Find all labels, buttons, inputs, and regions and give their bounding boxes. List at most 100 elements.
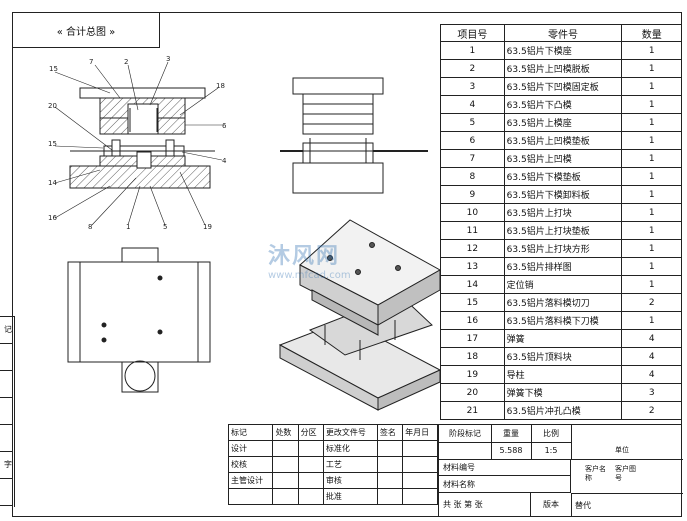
side-strip-cell: 记 bbox=[0, 317, 12, 344]
bom-qty: 1 bbox=[621, 311, 682, 330]
bom-qty: 3 bbox=[621, 383, 682, 402]
side-strip: 记字 bbox=[0, 316, 15, 507]
callout: 20 bbox=[48, 102, 57, 110]
bom-qty: 4 bbox=[621, 329, 682, 348]
title-block-cell bbox=[376, 472, 404, 489]
bom-item-no: 4 bbox=[440, 95, 505, 114]
callout: 15 bbox=[49, 65, 58, 73]
bom-item-no: 10 bbox=[440, 203, 505, 222]
title-block-row: 主管设计审核 bbox=[227, 472, 438, 489]
bom-item-no: 1 bbox=[440, 41, 505, 60]
bom-item-no: 20 bbox=[440, 383, 505, 402]
title-block-cell: 审核 bbox=[322, 472, 378, 489]
stage-cells bbox=[439, 442, 492, 460]
bom-part-name: 63.5铝片上凹模 bbox=[503, 149, 623, 168]
bom-qty: 1 bbox=[621, 113, 682, 132]
bom-header-row: 项目号 零件号 数量 bbox=[440, 24, 682, 42]
title-block-cell: 标记 bbox=[227, 424, 274, 441]
bom-item-no: 12 bbox=[440, 239, 505, 258]
customer-name-label: 客户名称 bbox=[585, 465, 606, 482]
title-block-cell bbox=[402, 472, 438, 489]
title-block-cell bbox=[376, 456, 404, 473]
callout: 18 bbox=[216, 82, 225, 90]
bom-part-name: 63.5铝片下模座 bbox=[503, 41, 623, 60]
bom-part-name: 63.5铝片上打块方形 bbox=[503, 239, 623, 258]
title-block-cell bbox=[297, 440, 324, 457]
side-strip-cell bbox=[0, 425, 12, 452]
title-block-cell: 批准 bbox=[322, 488, 378, 505]
bom-part-name: 63.5铝片落料模下刀模 bbox=[503, 311, 623, 330]
bom-part-name: 弹簧下模 bbox=[503, 383, 623, 402]
bom-part-name: 导柱 bbox=[503, 365, 623, 384]
bom-item-no: 14 bbox=[440, 275, 505, 294]
top-view bbox=[67, 247, 211, 393]
bom-item-no: 7 bbox=[440, 149, 505, 168]
bom-item-no: 19 bbox=[440, 365, 505, 384]
bom-item-no: 21 bbox=[440, 401, 505, 420]
title-block-cell: 年月日 bbox=[402, 424, 438, 441]
bom-item-no: 6 bbox=[440, 131, 505, 150]
bom-qty: 1 bbox=[621, 95, 682, 114]
replace-label: 替代 bbox=[571, 493, 683, 516]
title-block-row: 标记处数分区更改文件号签名年月日 bbox=[227, 424, 438, 441]
title-block-cell: 标准化 bbox=[322, 440, 378, 457]
title-block-cell: 工艺 bbox=[322, 456, 378, 473]
callout: 16 bbox=[48, 214, 57, 222]
title-block-cell bbox=[297, 456, 324, 473]
bom-part-name: 63.5铝片顶料块 bbox=[503, 347, 623, 366]
bom-qty: 1 bbox=[621, 59, 682, 78]
bom-qty: 1 bbox=[621, 239, 682, 258]
bom-qty: 1 bbox=[621, 167, 682, 186]
drawing-title: « 合计总图 » bbox=[12, 12, 160, 48]
title-block-cell bbox=[272, 440, 299, 457]
callout: 5 bbox=[163, 223, 167, 231]
bom-qty: 1 bbox=[621, 221, 682, 240]
title-block-left: 标记处数分区更改文件号签名年月日设计标准化校核 工艺主管设计审核批准 bbox=[227, 424, 438, 505]
side-strip-cell bbox=[0, 398, 12, 425]
version-label: 版本 bbox=[531, 493, 572, 516]
side-strip-cell bbox=[0, 371, 12, 398]
bom-qty: 1 bbox=[621, 77, 682, 96]
title-block-cell bbox=[272, 488, 299, 505]
title-block-cell: 校核 bbox=[227, 456, 274, 473]
bom-qty: 1 bbox=[621, 275, 682, 294]
bom-qty: 1 bbox=[621, 41, 682, 60]
bom-part-name: 63.5铝片下模垫板 bbox=[503, 167, 623, 186]
bom-part-name: 63.5铝片上模座 bbox=[503, 113, 623, 132]
front-view bbox=[280, 77, 428, 194]
side-strip-cell: 字 bbox=[0, 452, 12, 479]
bom-part-name: 63.5铝片排样图 bbox=[503, 257, 623, 276]
mold-drawing: 15 7 2 3 18 6 20 15 4 14 16 8 1 5 19 bbox=[48, 55, 442, 411]
bom-part-name: 弹簧 bbox=[503, 329, 623, 348]
title-block-cell bbox=[402, 488, 438, 505]
title-block-row: 设计标准化 bbox=[227, 440, 438, 457]
callout: 3 bbox=[166, 55, 170, 63]
bom-qty: 4 bbox=[621, 347, 682, 366]
bom-part-name: 63.5铝片上打块 bbox=[503, 203, 623, 222]
bom-part-name: 63.5铝片上凹模垫板 bbox=[503, 131, 623, 150]
sheet-count: 共 张 第 张 bbox=[439, 493, 531, 516]
callout: 4 bbox=[222, 157, 227, 165]
bom-item-no: 18 bbox=[440, 347, 505, 366]
bom-part-name: 63.5铝片上凹模脱板 bbox=[503, 59, 623, 78]
bom-item-no: 11 bbox=[440, 221, 505, 240]
callout: 19 bbox=[203, 223, 212, 231]
bom-qty: 1 bbox=[621, 149, 682, 168]
bom-part-name: 63.5铝片下模卸料板 bbox=[503, 185, 623, 204]
bom-part-name: 63.5铝片落料模切刀 bbox=[503, 293, 623, 312]
bom-qty: 1 bbox=[621, 185, 682, 204]
